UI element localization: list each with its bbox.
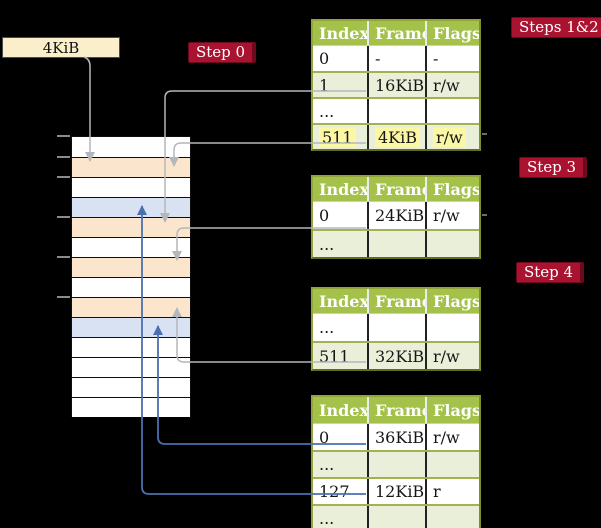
col-header-flags: Flags bbox=[425, 289, 479, 313]
cell-flags bbox=[425, 231, 479, 257]
table-row-ellipsis: ... bbox=[313, 229, 479, 257]
cell-frame: 16KiB bbox=[367, 73, 425, 97]
col-header-index: Index bbox=[319, 400, 367, 420]
cell-index: 0 bbox=[319, 49, 330, 68]
cell-frame: 36KiB bbox=[367, 424, 425, 450]
col-header-flags: Flags bbox=[425, 21, 479, 45]
table-row-ellipsis: ... bbox=[313, 450, 479, 477]
cell-index: 1 bbox=[319, 75, 330, 95]
table-row: 0 36KiB r/w bbox=[313, 423, 479, 450]
cell-flags bbox=[425, 506, 479, 528]
cell-index: ... bbox=[319, 234, 335, 254]
frame-size-label-box: 4KiB bbox=[2, 37, 120, 58]
page-table-step-4: Index Frame Flags ... 511 32KiB r/w bbox=[311, 287, 481, 371]
cell-index: ... bbox=[319, 101, 335, 121]
table-row-ellipsis: ... bbox=[313, 504, 479, 528]
memory-frame-row-12kib bbox=[72, 197, 190, 217]
cell-flags: r/w bbox=[425, 424, 479, 450]
memory-frame-row-24kib bbox=[72, 257, 190, 277]
cell-index: ... bbox=[319, 509, 335, 528]
table-row: 0 24KiB r/w bbox=[313, 201, 479, 229]
col-header-frame: Frame bbox=[367, 397, 425, 423]
badge-step-4: Step 4 bbox=[516, 262, 585, 283]
cell-flags: - bbox=[425, 46, 479, 71]
memory-frame-row bbox=[72, 357, 190, 377]
physical-memory-column bbox=[71, 136, 191, 417]
memory-tick bbox=[57, 156, 70, 158]
cell-index: 0 bbox=[319, 427, 330, 447]
memory-tick bbox=[57, 296, 70, 298]
cell-frame bbox=[367, 231, 425, 257]
memory-tick bbox=[57, 216, 70, 218]
table-row-highlighted: 511 4KiB r/w bbox=[313, 123, 479, 149]
memory-frame-row bbox=[72, 377, 190, 397]
col-header-frame: Frame bbox=[367, 21, 425, 45]
cell-index: 511 bbox=[319, 346, 350, 366]
cell-frame bbox=[367, 506, 425, 528]
memory-frame-row bbox=[72, 177, 190, 197]
table-header-row: Index Frame Flags bbox=[313, 289, 479, 313]
page-table-steps-1-2: Index Frame Flags 0 - - 1 16KiB r/w ... … bbox=[311, 19, 481, 151]
memory-frame-row-4kib bbox=[72, 157, 190, 177]
table-header-row: Index Frame Flags bbox=[313, 21, 479, 45]
memory-frame-row-16kib bbox=[72, 217, 190, 237]
cell-flags: r/w bbox=[425, 202, 479, 229]
cell-index: ... bbox=[319, 455, 335, 474]
page-table-final: Index Frame Flags 0 36KiB r/w ... 127 12… bbox=[311, 395, 481, 528]
col-header-frame: Frame bbox=[367, 177, 425, 201]
memory-frame-row-36kib bbox=[72, 317, 190, 337]
col-header-index: Index bbox=[319, 291, 367, 311]
memory-frame-row bbox=[72, 277, 190, 297]
page-table-step-3: Index Frame Flags 0 24KiB r/w ... bbox=[311, 175, 481, 259]
memory-frame-row-32kib bbox=[72, 297, 190, 317]
memory-frame-row bbox=[72, 237, 190, 257]
cell-index: 0 bbox=[319, 206, 330, 225]
col-header-index: Index bbox=[319, 179, 367, 199]
table-row: 127 12KiB r bbox=[313, 477, 479, 504]
memory-frame-row bbox=[72, 397, 190, 417]
table-row-ellipsis: ... bbox=[313, 313, 479, 341]
cell-frame: 4KiB bbox=[367, 125, 425, 149]
memory-frame-row bbox=[72, 137, 190, 157]
cell-flags bbox=[425, 314, 479, 341]
col-header-index: Index bbox=[319, 23, 367, 43]
table-row: 511 32KiB r/w bbox=[313, 341, 479, 369]
cell-frame: 12KiB bbox=[367, 479, 425, 504]
cell-flags: r/w bbox=[425, 125, 479, 149]
memory-tick bbox=[57, 135, 70, 137]
memory-frame-row bbox=[72, 337, 190, 357]
cell-flags bbox=[425, 452, 479, 477]
cell-frame: - bbox=[367, 46, 425, 71]
cell-flags: r bbox=[425, 479, 479, 504]
col-header-flags: Flags bbox=[425, 177, 479, 201]
cell-frame bbox=[367, 99, 425, 123]
cell-flags: r/w bbox=[425, 73, 479, 97]
table-row: 0 - - bbox=[313, 45, 479, 71]
cell-frame bbox=[367, 314, 425, 341]
col-header-flags: Flags bbox=[425, 397, 479, 423]
badge-step-3: Step 3 bbox=[519, 157, 588, 178]
cell-index: 127 bbox=[319, 482, 350, 501]
memory-tick bbox=[57, 176, 70, 178]
badge-steps-1-2: Steps 1&2 bbox=[511, 17, 601, 38]
table-row: 1 16KiB r/w bbox=[313, 71, 479, 97]
cell-frame bbox=[367, 452, 425, 477]
table-header-row: Index Frame Flags bbox=[313, 177, 479, 201]
table-header-row: Index Frame Flags bbox=[313, 397, 479, 423]
col-header-frame: Frame bbox=[367, 289, 425, 313]
frame-size-label: 4KiB bbox=[42, 38, 80, 57]
memory-tick bbox=[57, 256, 70, 258]
cell-index: ... bbox=[319, 318, 335, 337]
badge-step-0: Step 0 bbox=[188, 42, 257, 63]
cell-frame: 24KiB bbox=[367, 202, 425, 229]
table-row-ellipsis: ... bbox=[313, 97, 479, 123]
cell-flags bbox=[425, 99, 479, 123]
cell-index: 511 bbox=[313, 125, 367, 149]
cell-flags: r/w bbox=[425, 343, 479, 369]
cell-frame: 32KiB bbox=[367, 343, 425, 369]
